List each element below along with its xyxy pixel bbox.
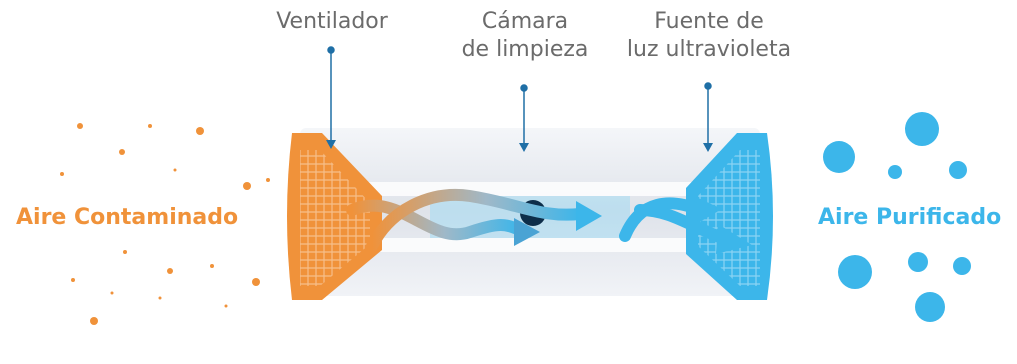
airflow-arrowhead-2 <box>576 201 602 231</box>
fan-grille-right <box>698 150 760 286</box>
chamber-label-line1: Cámara <box>481 9 569 34</box>
fan-grille-left <box>300 150 370 286</box>
uv-label-line1: Fuente de <box>654 9 764 34</box>
airflow-arrow-4 <box>634 204 728 244</box>
airflow-arrow-3 <box>619 197 706 242</box>
airflow-arrowhead-4 <box>716 224 752 254</box>
fan-label: Ventilador <box>276 9 388 34</box>
airflow-arrowhead-1 <box>514 218 540 246</box>
contaminated-air-label: Aire Contaminado <box>16 205 239 230</box>
pointer-uv <box>703 82 713 152</box>
pointer-chamber <box>519 84 529 152</box>
chamber-label-line2: de limpieza <box>461 37 589 62</box>
airflow-arrow-2 <box>366 189 586 252</box>
tube-highlight-bottom <box>300 238 760 252</box>
purified-air-label: Aire Purificado <box>818 205 1002 230</box>
uv-source-label: Fuente de luz ultravioleta <box>614 8 804 64</box>
tube-highlight-top <box>300 182 760 196</box>
purified-bubbles <box>823 112 971 322</box>
airflow-arrow-1 <box>346 199 526 241</box>
pointer-fan <box>326 46 336 149</box>
airflow-arrowhead-3 <box>696 197 722 223</box>
contaminant-particles <box>60 123 270 325</box>
uv-label-line2: luz ultravioleta <box>626 37 792 62</box>
chamber-label: Cámara de limpieza <box>430 8 620 64</box>
